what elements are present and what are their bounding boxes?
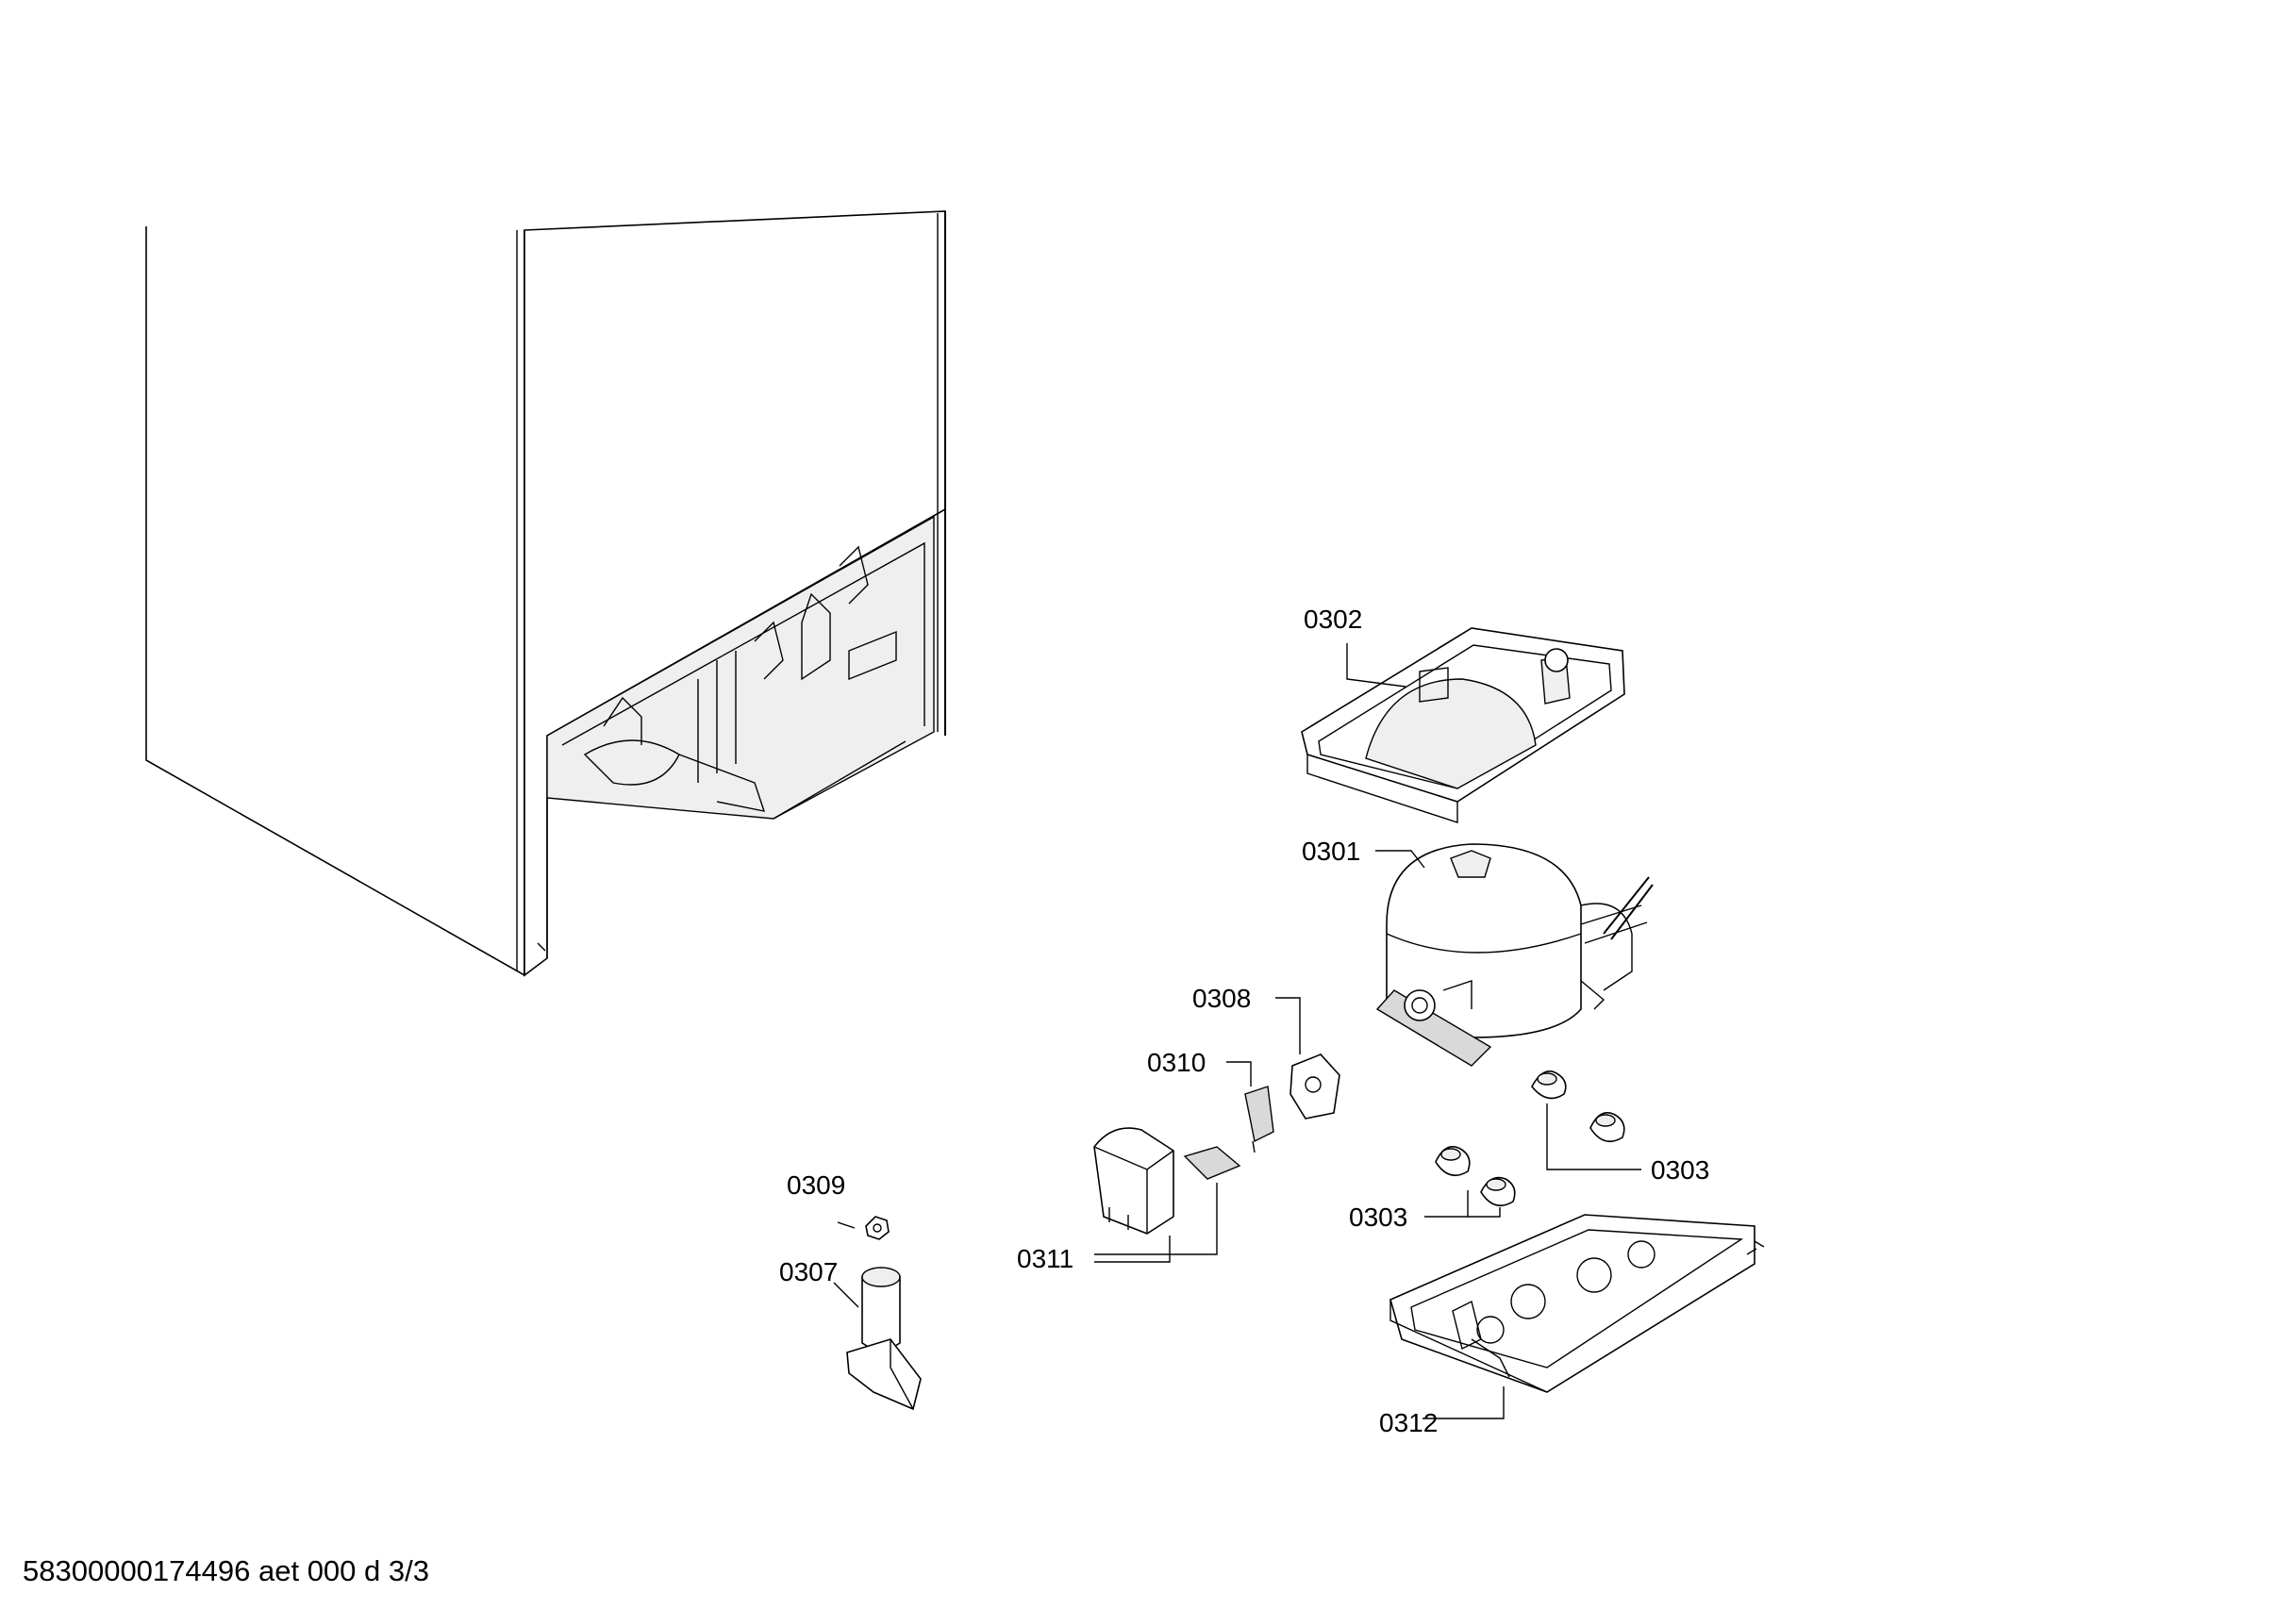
part-0311-terminal-cover — [1093, 1127, 1241, 1235]
callout-0312: 0312 — [1379, 1408, 1438, 1437]
callout-0311: 0311 — [1017, 1244, 1073, 1273]
leader-lines — [833, 643, 1641, 1419]
part-0312-base-plate — [1389, 1214, 1765, 1393]
callout-0310: 0310 — [1147, 1048, 1206, 1077]
callout-0308: 0308 — [1192, 984, 1251, 1013]
callout-0303-right: 0303 — [1651, 1155, 1709, 1185]
callout-0302: 0302 — [1304, 605, 1362, 634]
part-0309-nut — [865, 1216, 890, 1240]
grommet-3 — [1435, 1146, 1471, 1177]
document-id: 58300000174496 aet 000 d 3/3 — [23, 1554, 429, 1587]
part-0301-compressor — [1375, 843, 1654, 1067]
appliance-cabinet — [145, 210, 946, 977]
callout-0301: 0301 — [1302, 837, 1360, 866]
grommet-4 — [1480, 1176, 1516, 1207]
part-0308-relay — [1289, 1053, 1340, 1120]
callout-0309: 0309 — [787, 1170, 845, 1200]
part-0303-grommets — [1435, 1070, 1625, 1207]
callout-0303-left: 0303 — [1349, 1203, 1407, 1232]
grommet-2 — [1589, 1112, 1625, 1143]
part-0302-cover-tray — [1301, 627, 1625, 823]
callout-0307: 0307 — [779, 1257, 838, 1286]
callout-labels: 0302 0301 0308 0310 0303 0303 0309 0307 … — [779, 605, 1709, 1437]
part-0307-foot — [846, 1267, 922, 1411]
grommet-1 — [1531, 1070, 1567, 1100]
part-0310-overload — [1244, 1086, 1274, 1153]
